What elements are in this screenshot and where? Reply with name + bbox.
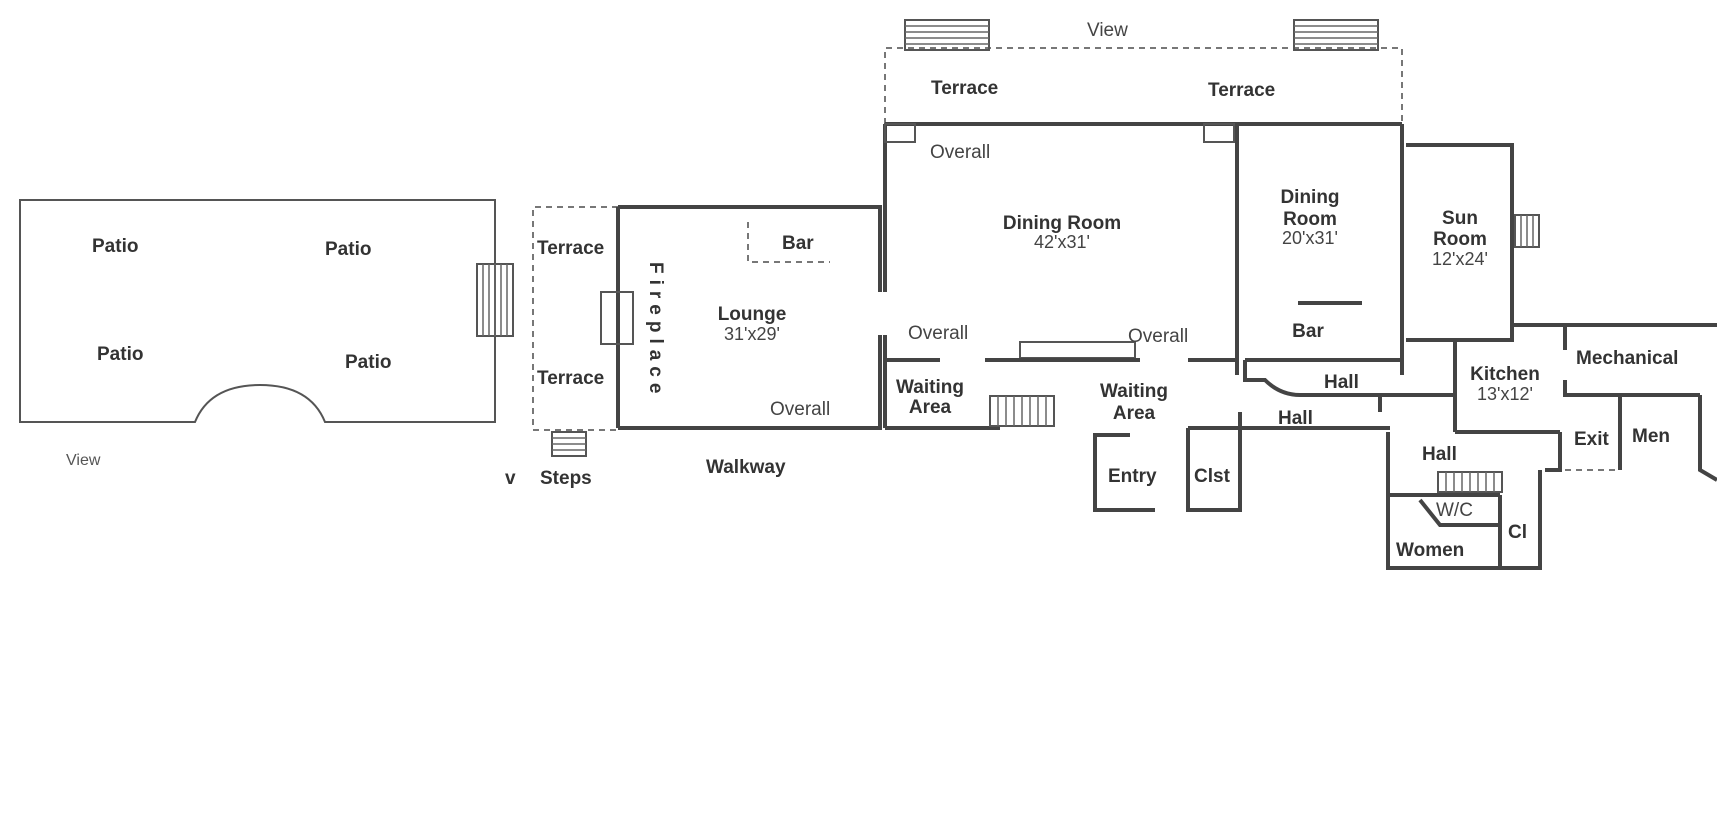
terrace-top: [884, 47, 1403, 124]
hall-label: Hall: [1324, 372, 1359, 393]
fireplace: [600, 291, 634, 345]
dining-room-label: Dining: [1280, 187, 1339, 208]
exit-label: Exit: [1574, 429, 1610, 450]
bar-label: Bar: [782, 233, 814, 254]
terrace-label: Terrace: [537, 238, 604, 259]
sun-room-label: Room: [1433, 229, 1487, 250]
walkway-label: Walkway: [706, 457, 786, 478]
waiting-area-label: Area: [1113, 403, 1156, 424]
mechanical-label: Mechanical: [1576, 348, 1678, 369]
mens-room-label: Men: [1632, 426, 1670, 447]
entry-room: [1093, 412, 1390, 512]
view-label-left: View: [66, 452, 101, 469]
sun-room-label: Sun: [1442, 208, 1478, 229]
dining-room-dimensions: 20'x31': [1282, 228, 1338, 248]
waiting-area-label: Waiting: [1100, 381, 1168, 402]
sun-room: [1406, 143, 1514, 342]
kitchen-label: Kitchen: [1470, 364, 1540, 385]
patio-stairs: [476, 263, 514, 337]
closet-label: Clst: [1194, 466, 1231, 487]
terrace-label: Terrace: [537, 368, 604, 389]
closet-label: Cl: [1508, 522, 1527, 543]
terrace-label: Terrace: [931, 78, 998, 99]
left-steps: [551, 431, 587, 457]
waiting-stairs: [989, 395, 1055, 427]
overall-label: Overall: [930, 142, 990, 163]
dining-room-side: [1245, 124, 1404, 375]
waiting-area-label: Waiting: [896, 377, 964, 398]
fireplace-label: Fireplace: [645, 262, 666, 399]
sun-room-stairs: [1514, 214, 1540, 248]
view-label-top: View: [1087, 20, 1128, 41]
lounge-label: Lounge: [718, 304, 787, 325]
kitchen-dimensions: 13'x12': [1477, 384, 1533, 404]
hall-label: Hall: [1278, 408, 1313, 429]
patio-label: Patio: [92, 236, 138, 257]
overall-label: Overall: [908, 323, 968, 344]
patio-label: Patio: [345, 352, 391, 373]
terrace-label: Terrace: [1208, 80, 1275, 101]
steps-marker: v: [505, 468, 516, 489]
sun-room-dimensions: 12'x24': [1432, 249, 1488, 269]
hall-and-kitchen: [1238, 323, 1717, 570]
overall-label: Overall: [1128, 326, 1188, 347]
wc-label: W/C: [1436, 500, 1473, 521]
patio-area: [19, 199, 496, 423]
womens-room-label: Women: [1396, 540, 1464, 561]
patio-label: Patio: [325, 239, 371, 260]
dining-room-main: [883, 122, 1402, 430]
dining-room-label: Room: [1283, 209, 1337, 230]
entry-label: Entry: [1108, 466, 1157, 487]
overall-label: Overall: [770, 399, 830, 420]
dining-room-dimensions: 42'x31': [1034, 232, 1090, 252]
bar-label: Bar: [1292, 321, 1324, 342]
lounge-room: [616, 205, 882, 430]
hall-label: Hall: [1422, 444, 1457, 465]
view-stairs: [904, 19, 1379, 51]
hall-stairs: [1437, 471, 1503, 493]
dining-room-label: Dining Room: [1003, 213, 1121, 234]
lounge-dimensions: 31'x29': [724, 324, 780, 344]
steps-label: Steps: [540, 468, 592, 489]
patio-label: Patio: [97, 344, 143, 365]
waiting-area-label: Area: [909, 397, 952, 418]
